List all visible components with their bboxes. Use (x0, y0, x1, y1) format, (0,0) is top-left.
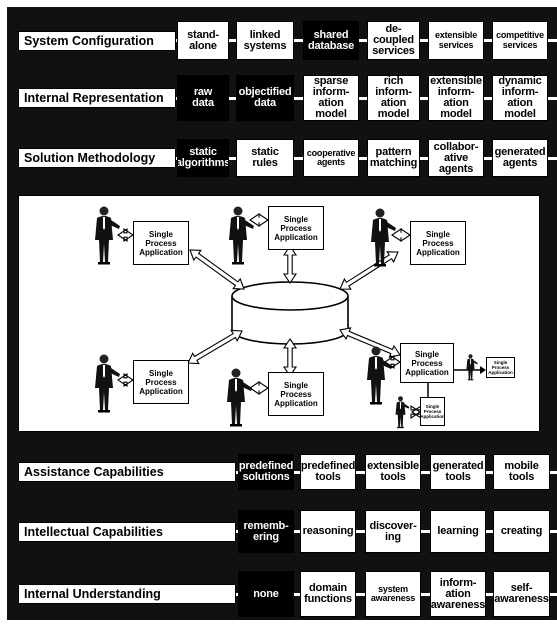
database-cylinder-top (231, 281, 349, 311)
stage-cell: dynamic inform- ation model (492, 75, 548, 121)
arrow-person-4 (117, 372, 134, 388)
stage-cell: stand- alone (177, 21, 229, 60)
stage-cell: domain functions (300, 571, 356, 617)
stage-cell: learning (430, 510, 486, 553)
stage-cell: rich inform- ation model (367, 75, 420, 121)
app-box: Single Process Application (268, 206, 324, 250)
app-box: Single Process Application (420, 397, 445, 426)
link-arrowhead (480, 366, 486, 374)
row-connector (176, 156, 557, 160)
person-icon (229, 206, 254, 265)
stage-cell: cooperative agents (303, 139, 359, 177)
row-connector (176, 96, 557, 100)
stage-cell: pattern matching (367, 139, 420, 177)
person-icon (395, 396, 410, 429)
row-connector (176, 39, 557, 42)
row-label: Intellectual Capabilities (18, 521, 236, 542)
arrow-db-top (282, 245, 298, 284)
app-box: Single Process Application (400, 343, 454, 383)
person-icon (371, 208, 396, 267)
arrow-db-bottomleft (187, 329, 243, 365)
row-label: System Configuration (18, 30, 176, 51)
stage-cell: static rules (236, 139, 294, 177)
stage-cell: extensible services (428, 21, 484, 60)
app-box: Single Process Application (133, 360, 189, 404)
stage-cell: objectified data (236, 75, 294, 121)
stage-cell: linked systems (236, 21, 294, 60)
app-box: Single Process Application (410, 221, 466, 265)
row-label: Solution Methodology (18, 148, 176, 168)
row-label: Internal Understanding (18, 584, 236, 604)
stage-cell: sparse inform- ation model (303, 75, 359, 121)
stage-cell: inform- ation awareness (430, 571, 486, 617)
person-icon (466, 354, 478, 381)
person-icon (367, 346, 392, 405)
stage-cell: rememb- ering (238, 510, 294, 553)
stage-cell: predefined tools (300, 454, 356, 490)
app-box: Single Process Application (486, 357, 515, 378)
arrow-db-topleft (189, 249, 245, 290)
stage-cell: generated agents (492, 139, 548, 177)
person-icon (227, 368, 252, 427)
stage-cell: generated tools (430, 454, 486, 490)
arrow-person-2 (249, 212, 269, 228)
person-icon (95, 206, 120, 265)
arrow-db-topright (339, 251, 399, 290)
app-box: Single Process Application (133, 221, 189, 265)
row-label: Internal Representation (18, 88, 176, 108)
stage-cell: shared database (303, 21, 359, 60)
stage-cell: raw data (177, 75, 229, 121)
stage-cell: self- awareness (493, 571, 550, 617)
arrow-person-5 (249, 380, 269, 396)
stage-cell: system awareness (365, 571, 421, 617)
stage-cell: reasoning (300, 510, 356, 553)
stage-cell: mobile tools (493, 454, 550, 490)
stage-cell: none (238, 571, 294, 617)
app-box: Single Process Application (268, 372, 324, 416)
stage-cell: competitive services (492, 21, 548, 60)
stage-cell: creating (493, 510, 550, 553)
stage-cell: de- coupled services (367, 21, 420, 60)
arrow-person-1 (117, 227, 134, 243)
arrow-db-bottomright (339, 327, 401, 358)
stage-cell: extensible tools (365, 454, 421, 490)
stage-cell: discover- ing (365, 510, 421, 553)
row-label: Assistance Capabilities (18, 462, 236, 482)
arrow-db-bottom (282, 338, 298, 377)
person-icon (95, 354, 120, 413)
stage-cell: static algorithms (177, 139, 229, 177)
stage-cell: extensible inform- ation model (428, 75, 484, 121)
stage-cell: collabor- ative agents (428, 139, 484, 177)
stage-cell: predefined solutions (238, 454, 294, 490)
